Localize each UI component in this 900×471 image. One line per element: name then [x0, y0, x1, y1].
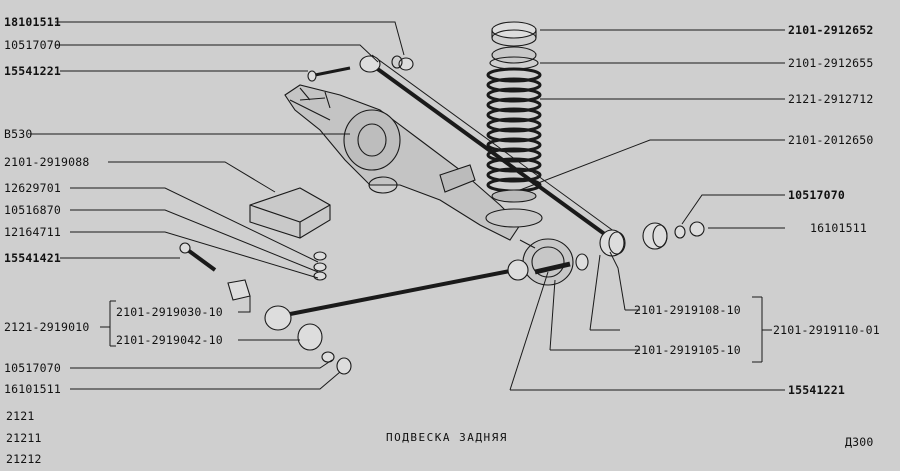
axle-housing: [284, 84, 574, 286]
label-2101-2919110-01: 2101-2919110-01: [773, 323, 880, 337]
diagram-caption: ПОДВЕСКА ЗАДНЯЯ: [386, 431, 508, 444]
spring-coil: [486, 127, 542, 143]
model-2121: 2121: [6, 409, 35, 423]
label-16101511-b: 16101511: [810, 221, 867, 235]
label-10516870: 10516870: [4, 203, 61, 217]
label-15541221-a: 15541221: [4, 64, 61, 78]
label-2101-2919030-10: 2101-2919030-10: [116, 305, 223, 319]
spring-coil: [486, 77, 542, 93]
spring-coil: [486, 117, 542, 133]
label-2101-2919042-10: 2101-2919042-10: [116, 333, 223, 347]
model-21212: 21212: [6, 452, 42, 466]
spring-coil: [486, 137, 542, 153]
label-12164711: 12164711: [4, 225, 61, 239]
leader-lines: [30, 21, 785, 391]
label-2101-2912655: 2101-2912655: [788, 56, 874, 70]
label-2101-2912652: 2101-2912652: [788, 23, 874, 37]
label-12629701: 12629701: [4, 181, 61, 195]
label-2101-2919088: 2101-2919088: [4, 155, 90, 169]
spring-coil: [486, 107, 542, 123]
bracket: [249, 187, 331, 239]
label-10517070-a: 10517070: [4, 38, 61, 52]
page-code: Д300: [845, 435, 874, 449]
lower-rod: [264, 259, 529, 331]
spring-coil: [486, 157, 542, 173]
label-2101-2012650: 2101-2012650: [788, 133, 874, 147]
label-2101-2919108-10: 2101-2919108-10: [634, 303, 741, 317]
spring-coil: [486, 87, 542, 103]
label-2101-2919105-10: 2101-2919105-10: [634, 343, 741, 357]
spring-coil: [486, 97, 542, 113]
label-15541421: 15541421: [4, 251, 61, 265]
spring-coil: [486, 67, 542, 83]
label-18101511: 18101511: [4, 15, 61, 29]
label-10517070-c: 10517070: [788, 188, 845, 202]
model-21211: 21211: [6, 431, 42, 445]
label-2121-2919010: 2121-2919010: [4, 320, 90, 334]
hardware: [179, 55, 705, 375]
label-2121-2912712: 2121-2912712: [788, 92, 874, 106]
label-10517070-b: 10517070: [4, 361, 61, 375]
coil-spring: [485, 21, 543, 228]
label-v530: В530: [4, 127, 33, 141]
label-15541221-b: 15541221: [788, 383, 845, 397]
upper-link: [359, 54, 626, 257]
label-16101511-a: 16101511: [4, 382, 61, 396]
spring-coil: [486, 147, 542, 163]
spring-coil: [486, 167, 542, 183]
